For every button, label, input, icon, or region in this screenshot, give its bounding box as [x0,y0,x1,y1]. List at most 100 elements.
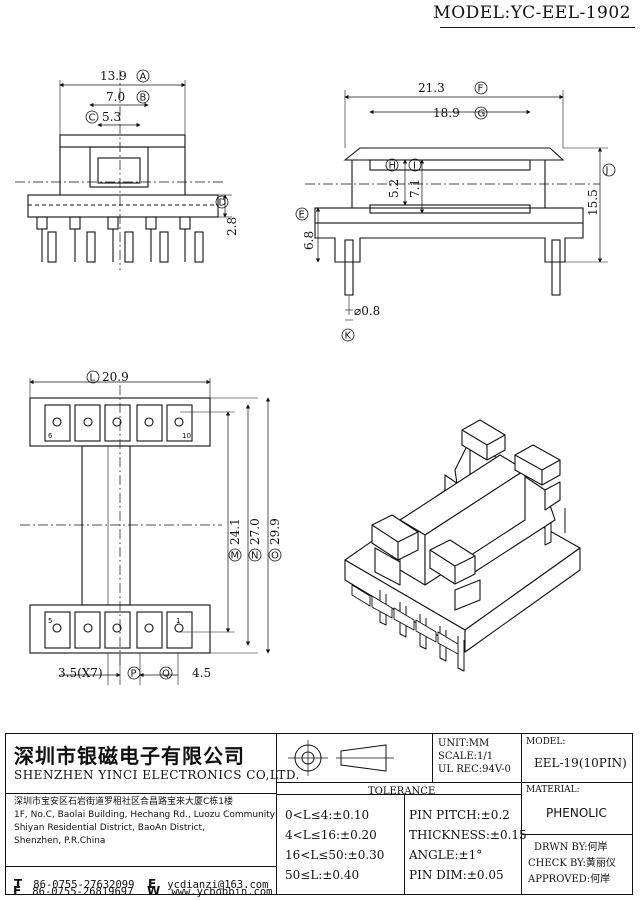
dim-J-value: 15.5 [586,189,600,216]
dim-J-letter: J [605,166,609,177]
material-label: MATERIAL: [526,785,580,795]
approved-by: APPROVED:何岸 [528,874,611,885]
fax-value: 86-0755-26819697 [32,886,134,898]
email-label: E [148,877,157,891]
dim-L-value: 20.9 [102,370,129,384]
ul-rec: UL REC:94V-0 [438,764,511,775]
model-value: EEL-19(10PIN) [534,756,627,770]
front-core-window [89,146,149,188]
dim-H: H 5.2 [385,158,401,198]
dim-Q-value: 4.5 [192,666,211,680]
side-winding-top [369,159,531,171]
fax-line: F 86-0755-26819697 [13,880,133,899]
divider [276,782,521,784]
dim-K-value: ⌀0.8 [354,304,380,318]
divider [276,794,521,796]
tolerance-right-row: ANGLE:±1° [409,848,483,862]
divider [521,734,523,894]
dim-C-value: 5.3 [102,110,121,124]
dim-A-value: 13.9 [100,69,127,83]
tolerance-header: TOLERANCE [368,786,436,797]
pin-numbers: 6 10 5 1 [48,432,191,625]
dim-F-letter: F [478,84,484,95]
dim-N-value: 27.0 [248,518,262,545]
dim-J: J 15.5 [586,163,616,216]
front-base [27,194,219,218]
address-en-2: Shiyan Residential District, BaoAn Distr… [14,823,205,833]
fax-label: F [13,884,22,898]
title-block: 深圳市银磁电子有限公司 SHENZHEN YINCI ELECTRONICS C… [5,733,633,895]
dim-I-value: 7.1 [408,179,422,198]
model-title: MODEL:YC-EEL-1902 [433,3,631,23]
divider [521,782,633,784]
dim-O-value: 29.9 [268,518,282,545]
side-view [305,90,608,321]
dim-G-value: 18.9 [433,106,460,120]
dim-B: 7.0 B [106,90,150,104]
front-core-inner [97,157,141,184]
dim-N-letter: N [251,551,258,562]
company-name-en: SHENZHEN YINCI ELECTRONICS CO,LTD. [14,768,300,782]
tolerance-right-row: PIN PITCH:±0.2 [409,808,510,822]
material-value: PHENOLIC [546,806,607,820]
dim-I-letter: I [413,161,416,172]
dim-Q-letter: Q [162,669,170,680]
pin-number-10: 10 [182,432,191,440]
email-row: E ycdianzi@163.com [148,873,268,892]
dim-G: 18.9 G [433,106,488,120]
tolerance-row: 50≤L:±0.40 [285,868,360,882]
tolerance-row: 0<L≤4:±0.10 [285,808,370,822]
dim-F-value: 21.3 [418,81,445,95]
side-base [314,207,584,224]
divider [432,734,434,782]
dim-B-letter: B [140,93,147,104]
divider [521,834,633,836]
pin-number-1: 1 [176,617,180,625]
projection-symbol-icon [288,740,394,776]
dim-O-letter: O [271,551,279,562]
dim-K-letter: K [345,331,352,342]
dim-D: D 2.8 [215,195,239,236]
front-pins [36,216,204,263]
front-flange [59,134,186,148]
dim-A: 13.9 A [100,69,150,83]
dim-L-letter: L [90,373,96,384]
tel-value: 86-0755-27632099 [33,879,135,891]
bottom-view [20,378,271,685]
tel-row: T 86-0755-27632099 [14,873,134,892]
title-underline [440,27,635,28]
pin-number-5: 5 [48,617,52,625]
dim-H-value: 5.2 [387,179,401,198]
dim-E-letter: E [299,210,305,221]
technical-drawing: 13.9 A 7.0 B C 5.3 D 2.8 [15,69,616,685]
dim-N: 27.0 N [248,518,262,561]
dim-H-letter: H [389,161,397,172]
top-pin-pads [44,404,193,442]
dim-C-letter: C [89,113,96,124]
check-by: CHECK BY:黄丽仪 [528,858,616,869]
address-en-1: 1F, No.C, Baolai Building, Hechang Rd., … [14,810,278,820]
pin-number-6: 6 [48,432,53,440]
tel-label: T [14,877,23,891]
dim-M: 24.1 M [228,518,242,561]
dim-K: ⌀0.8 K [341,304,380,342]
address-en-3: Shenzhen, P.R.China [14,836,106,846]
dim-L: L 20.9 [86,370,129,384]
dim-E-value: 6.8 [302,231,316,250]
dim-F: 21.3 F [418,81,488,95]
tolerance-right-row: THICKNESS:±0.15 [409,828,527,842]
dim-P-letter: P [131,669,137,680]
scale: SCALE:1/1 [438,751,494,762]
company-name-cn: 深圳市银磁电子有限公司 [14,744,245,768]
tolerance-row: 16<L≤50:±0.30 [285,848,385,862]
dim-B-value: 7.0 [106,90,125,104]
divider [6,866,276,868]
dim-M-letter: M [231,551,240,562]
dim-P: 3.5(X7) P [58,666,141,680]
dim-E: E 6.8 [295,207,316,250]
tolerance-row: 4<L≤16:±0.20 [285,828,377,842]
email-value: ycdianzi@163.com [167,879,269,891]
model-label: MODEL: [526,737,566,747]
dim-C: C 5.3 [85,110,121,124]
tolerance-right-row: PIN DIM:±0.05 [409,868,504,882]
